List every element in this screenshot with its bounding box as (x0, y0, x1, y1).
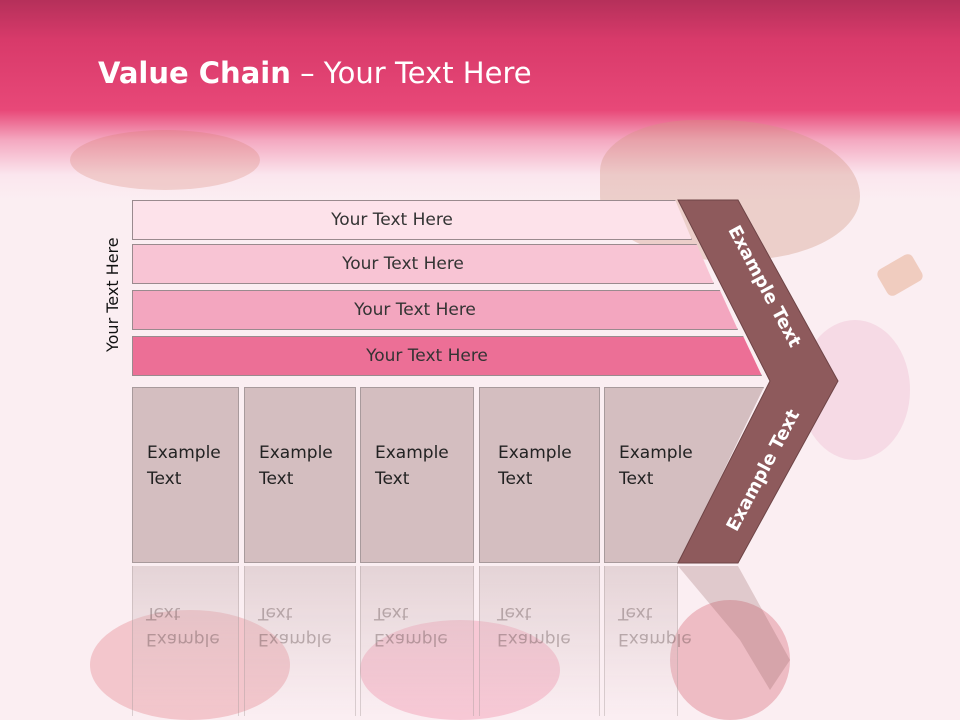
column-3-line2: Text (375, 469, 410, 489)
column-reflection-3 (360, 566, 474, 716)
column-3-line1: Example (375, 443, 449, 463)
title-bold: Value Chain (98, 56, 291, 90)
reflection-text-2-line2: Text (258, 603, 293, 623)
reflection-text-3: Example Text (374, 600, 448, 652)
reflection-text-5-line2: Text (618, 603, 653, 623)
reflection-text-1-line2: Text (146, 603, 181, 623)
decor-bottle-blob (670, 600, 790, 720)
reflection-text-2: Example Text (258, 600, 332, 652)
header-band (0, 0, 960, 200)
column-2-line1: Example (259, 443, 333, 463)
reflection-text-4-line1: Example (497, 629, 571, 649)
column-2-line2: Text (259, 469, 294, 489)
reflection-text-2-line1: Example (258, 629, 332, 649)
reflection-text-3-line2: Text (374, 603, 409, 623)
reflection-text-4-line2: Text (497, 603, 532, 623)
chevron-shape (677, 199, 839, 564)
decor-polish-blob (70, 130, 260, 190)
row-label-2: Your Text Here (342, 254, 464, 274)
reflection-text-4: Example Text (497, 600, 571, 652)
row-bar-3: Your Text Here (132, 290, 738, 330)
title-rest: – Your Text Here (290, 56, 532, 90)
chevron-reflection (678, 566, 790, 690)
row-bar-1: Your Text Here (132, 200, 692, 240)
column-reflection-5 (604, 566, 678, 716)
reflection-text-1-line1: Example (146, 629, 220, 649)
column-reflection-2 (244, 566, 356, 716)
row-bar-4: Your Text Here (132, 336, 762, 376)
page-title: Value Chain – Your Text Here (98, 56, 532, 90)
reflection-text-3-line1: Example (374, 629, 448, 649)
column-1-line2: Text (147, 469, 182, 489)
column-5-line1: Example (619, 443, 693, 463)
column-reflection-1 (132, 566, 239, 716)
reflection-text-5: Example Text (618, 600, 692, 652)
row-label-3: Your Text Here (354, 300, 476, 320)
row-label-1: Your Text Here (331, 210, 453, 230)
row-bar-2: Your Text Here (132, 244, 714, 284)
column-5-line2: Text (619, 469, 654, 489)
column-1-line1: Example (147, 443, 221, 463)
column-4-line1: Example (498, 443, 572, 463)
column-4-line2: Text (498, 469, 533, 489)
row-label-4: Your Text Here (366, 346, 488, 366)
column-reflection-4 (479, 566, 600, 716)
reflection-text-1: Example Text (146, 600, 220, 652)
reflection-text-5-line1: Example (618, 629, 692, 649)
